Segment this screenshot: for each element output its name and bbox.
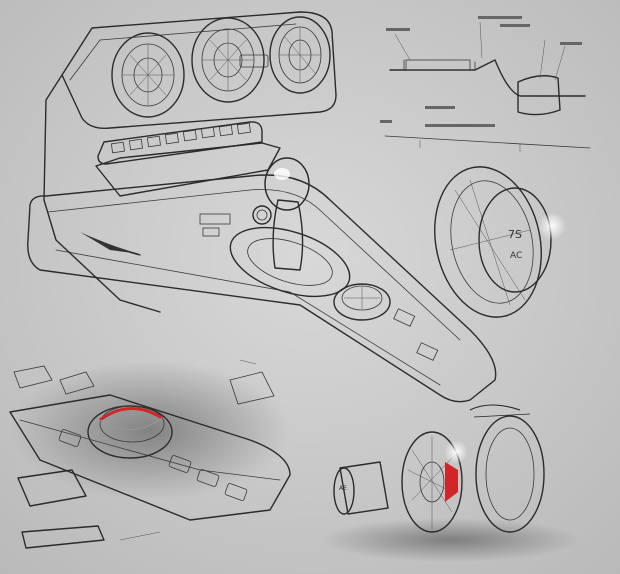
gear-shift-knob: [264, 157, 310, 211]
designer-signature: [469, 404, 531, 418]
climate-vent-panel: [43, 11, 337, 201]
mmi-render: [9, 359, 291, 549]
exploded-metal-vent: AE: [320, 415, 580, 562]
vent-knob: 7S AC: [478, 187, 552, 293]
knob-gear-label: 7S: [508, 228, 522, 241]
mmi-rotary-controller: [333, 283, 439, 361]
exploded-knob: AE: [333, 461, 389, 515]
vent-center: [191, 17, 265, 103]
vent-left: [111, 32, 185, 118]
vent-right: [269, 16, 331, 94]
exploded-knob-label: AE: [339, 485, 347, 492]
vent-insert-label: AC: [510, 251, 522, 261]
vent-knob-exploded: 7S AC: [434, 166, 566, 318]
section-annotations: [380, 16, 582, 127]
center-console: [27, 142, 497, 403]
climate-button-strip: [97, 121, 263, 165]
section-cut-drawing: [380, 16, 591, 152]
